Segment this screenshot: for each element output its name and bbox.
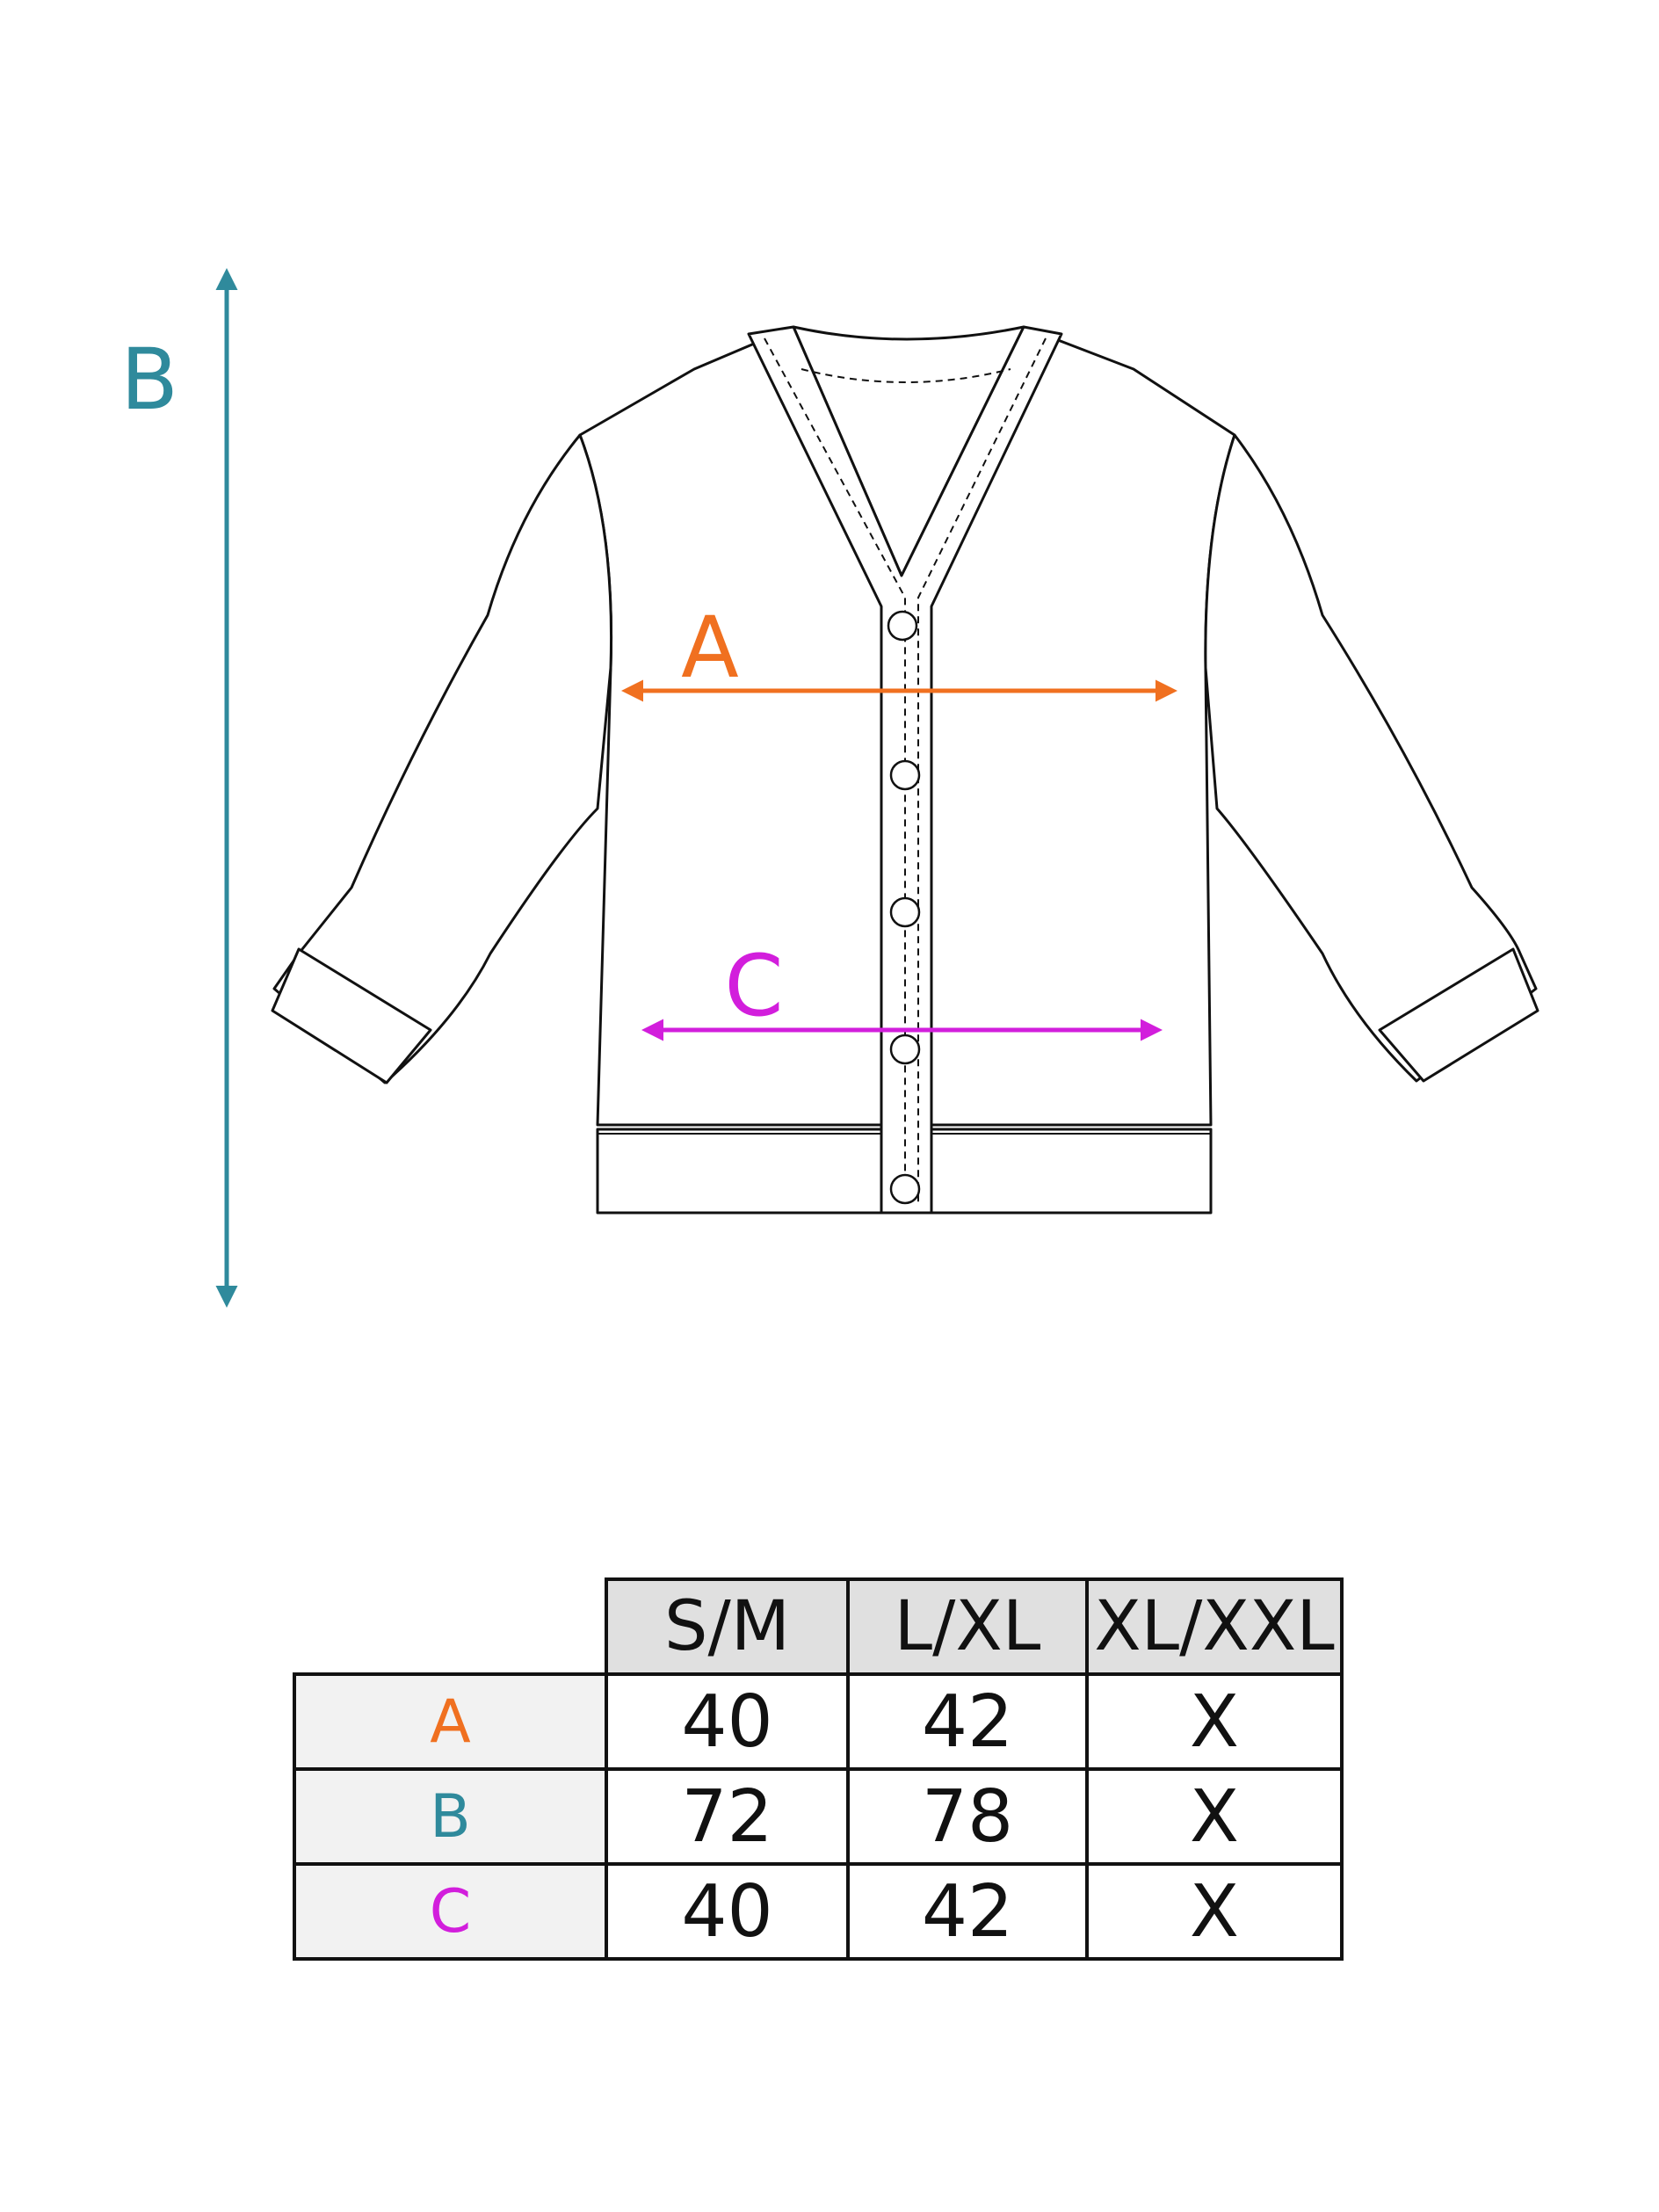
header-cell: L/XL	[846, 1577, 1089, 1676]
cardigan-measurement-diagram: A B C	[120, 268, 1539, 1308]
table-cell: X	[1085, 1767, 1344, 1866]
table-cell: 42	[846, 1862, 1089, 1961]
table-header-row: S/M L/XL XL/XXL	[294, 1577, 1344, 1676]
row-label: B	[293, 1767, 608, 1866]
cardigan-drawing	[271, 325, 1539, 1215]
button	[889, 1033, 921, 1065]
header-cell: S/M	[605, 1577, 850, 1676]
row-label: A	[293, 1672, 608, 1771]
table-cell: X	[1085, 1672, 1344, 1771]
table-cell: 78	[846, 1767, 1089, 1866]
header-cell: XL/XXL	[1085, 1577, 1344, 1676]
label-b: B	[120, 330, 178, 429]
label-c: C	[724, 937, 783, 1035]
right-sleeve	[1204, 433, 1538, 1083]
button	[889, 896, 921, 928]
table-cell: 40	[605, 1672, 850, 1771]
table-cell: 42	[846, 1672, 1089, 1771]
table-corner	[294, 1579, 606, 1674]
label-a: A	[681, 598, 739, 697]
button	[887, 610, 918, 642]
table-row: C 40 42 X	[293, 1862, 1344, 1961]
size-chart-table: S/M L/XL XL/XXL A 40 42 X B 72 78 X C 40…	[293, 1577, 1344, 1961]
table-row: B 72 78 X	[293, 1767, 1344, 1866]
table-row: A 40 42 X	[293, 1672, 1344, 1771]
table-cell: 40	[605, 1862, 850, 1961]
row-label: C	[293, 1862, 608, 1961]
table-cell: X	[1085, 1862, 1344, 1961]
buttons	[887, 610, 921, 1205]
button	[889, 759, 921, 791]
left-cuff	[271, 947, 432, 1084]
right-cuff	[1378, 947, 1539, 1083]
button	[889, 1173, 921, 1205]
table-cell: 72	[605, 1767, 850, 1866]
